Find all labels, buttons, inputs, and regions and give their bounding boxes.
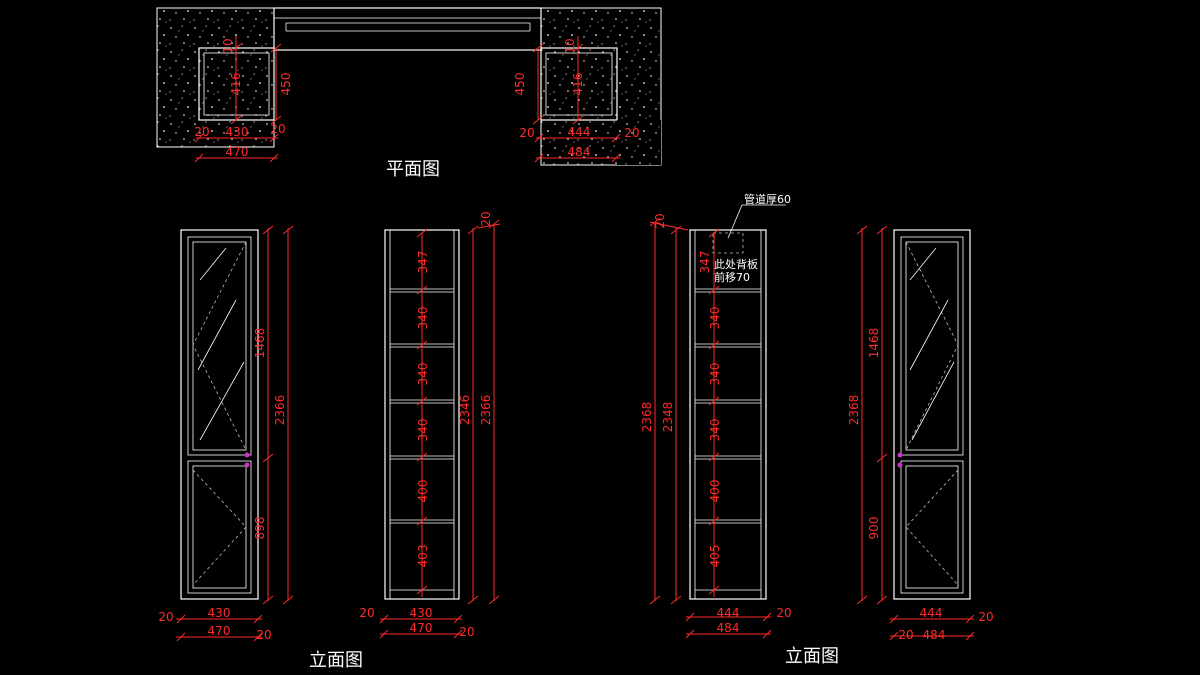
plan-cabinet-right xyxy=(540,47,618,121)
elev2-width-dim: 470 xyxy=(410,621,433,635)
elev2-inner-height-dim: 2346 xyxy=(458,395,472,426)
plan-left-top-dim: 10 xyxy=(221,38,235,53)
elev3-inner-height-dim: 2348 xyxy=(661,402,675,433)
elev1-width-dim: 470 xyxy=(208,624,231,638)
elevation-right-title: 立面图 xyxy=(785,646,839,667)
plan-opening-top xyxy=(273,7,542,51)
plan-right-side-r-dim: 20 xyxy=(624,126,639,140)
plan-right-depth-dim: 416 xyxy=(571,73,585,96)
elevation-3: 347 340 340 340 400 405 此处背板 前移70 管道厚60 … xyxy=(640,192,792,639)
elev2-top-dim: 20 xyxy=(479,211,493,226)
elev3-width-dim: 484 xyxy=(717,621,740,635)
elev3-shelf-dim-5: 400 xyxy=(708,480,722,503)
elev3-inner-dim: 444 xyxy=(717,606,740,620)
elev1-lower-dim: 898 xyxy=(253,517,267,540)
elev3-total-dim: 2368 xyxy=(640,402,654,433)
hinge-icon xyxy=(244,452,250,458)
plan-left-total-dim: 470 xyxy=(226,145,249,159)
elevation-2: 347 340 340 340 400 403 20 2346 2366 20 … xyxy=(359,211,501,639)
elev2-side-dim: 20 xyxy=(359,606,374,620)
elev4-lower-dim: 900 xyxy=(867,517,881,540)
elev3-shelf-dim-3: 340 xyxy=(708,363,722,386)
backboard-note-line-2: 前移70 xyxy=(714,270,750,284)
elev3-shelf-dim-4: 340 xyxy=(708,419,722,442)
elev4-side-l-dim: 20 xyxy=(898,628,913,642)
elev2-shelf-dim-1: 347 xyxy=(416,251,430,274)
elev4-total-dim: 2368 xyxy=(847,395,861,426)
elev1-side-dim: 20 xyxy=(158,610,173,624)
plan-wall-left xyxy=(156,7,275,148)
elev2-shelf-dim-3: 340 xyxy=(416,363,430,386)
elev2-side-r-dim: 20 xyxy=(459,625,474,639)
plan-right-top-dim: 10 xyxy=(563,38,577,53)
elev3-top-dim: 20 xyxy=(653,213,667,228)
elev2-shelf-dim-4: 340 xyxy=(416,419,430,442)
pipe-note: 管道厚60 xyxy=(744,192,791,206)
plan-left-outer-dim: 450 xyxy=(279,73,293,96)
plan-right-inner-dim: 444 xyxy=(568,125,591,139)
plan-right-total-dim: 484 xyxy=(568,145,591,159)
elev1-upper-dim: 1468 xyxy=(253,328,267,359)
plan-right-side-l-dim: 20 xyxy=(519,126,534,140)
plan-view: 10 416 450 20 430 20 470 10 416 450 20 4… xyxy=(156,7,662,180)
hinge-icon xyxy=(897,462,903,468)
elev1-side-r-dim: 20 xyxy=(256,628,271,642)
elev4-width-dim: 484 xyxy=(923,628,946,642)
elev2-shelf-dim-2: 340 xyxy=(416,307,430,330)
elev3-shelf-dim-6: 405 xyxy=(708,545,722,568)
plan-left-side-r-dim: 20 xyxy=(270,122,285,136)
elevation-1: 1468 898 2366 20 430 470 20 xyxy=(158,225,294,642)
elev3-side-dim: 20 xyxy=(776,606,791,620)
elev1-total-dim: 2366 xyxy=(273,395,287,426)
elev2-inner-dim: 430 xyxy=(410,606,433,620)
elevation-left-title: 立面图 xyxy=(309,650,363,671)
elev3-shelf-dim-2: 340 xyxy=(708,307,722,330)
elev4-upper-dim: 1468 xyxy=(867,328,881,359)
backboard-note-line-1: 此处背板 xyxy=(714,257,758,271)
plan-right-outer-dim: 450 xyxy=(513,73,527,96)
elev1-inner-dim: 430 xyxy=(208,606,231,620)
plan-left-side-l-dim: 20 xyxy=(194,125,209,139)
elev3-shelf-dim-1: 347 xyxy=(698,251,712,274)
hinge-icon xyxy=(897,452,903,458)
plan-title: 平面图 xyxy=(386,159,440,180)
elev2-shelf-ticks xyxy=(416,228,428,595)
elev4-side-dim: 20 xyxy=(978,610,993,624)
hinge-icon xyxy=(244,462,250,468)
elev2-total-dim: 2366 xyxy=(479,395,493,426)
elev2-shelf-dim-5: 400 xyxy=(416,480,430,503)
plan-left-depth-dim: 416 xyxy=(229,73,243,96)
elev4-inner-dim: 444 xyxy=(920,606,943,620)
elev3-shelf-ticks xyxy=(708,228,720,595)
elev2-shelf-dim-6: 403 xyxy=(416,545,430,568)
elevation-4: 2368 1468 900 444 20 20 484 xyxy=(847,225,994,642)
elev3-shelf-lines xyxy=(695,288,761,591)
plan-left-inner-dim: 430 xyxy=(226,125,249,139)
